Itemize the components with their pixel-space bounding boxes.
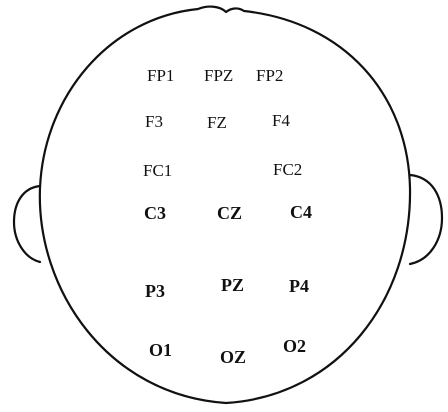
right-ear <box>410 175 442 264</box>
electrode-fp2: FP2 <box>256 66 283 85</box>
electrode-fpz: FPZ <box>204 66 233 85</box>
electrode-c4: C4 <box>290 202 312 222</box>
electrode-f4: F4 <box>272 111 290 130</box>
electrode-o1: O1 <box>149 340 172 360</box>
electrode-fc1: FC1 <box>143 161 172 180</box>
electrode-pz: PZ <box>221 275 244 295</box>
left-ear <box>14 186 40 262</box>
electrode-c3: C3 <box>144 203 166 223</box>
electrode-fp1: FP1 <box>147 66 174 85</box>
electrode-f3: F3 <box>145 112 163 131</box>
electrode-oz: OZ <box>220 347 246 367</box>
electrode-p3: P3 <box>145 281 165 301</box>
electrode-fc2: FC2 <box>273 160 302 179</box>
electrode-o2: O2 <box>283 336 306 356</box>
electrode-fz: FZ <box>207 113 227 132</box>
electrode-p4: P4 <box>289 276 309 296</box>
electrode-cz: CZ <box>217 203 242 223</box>
